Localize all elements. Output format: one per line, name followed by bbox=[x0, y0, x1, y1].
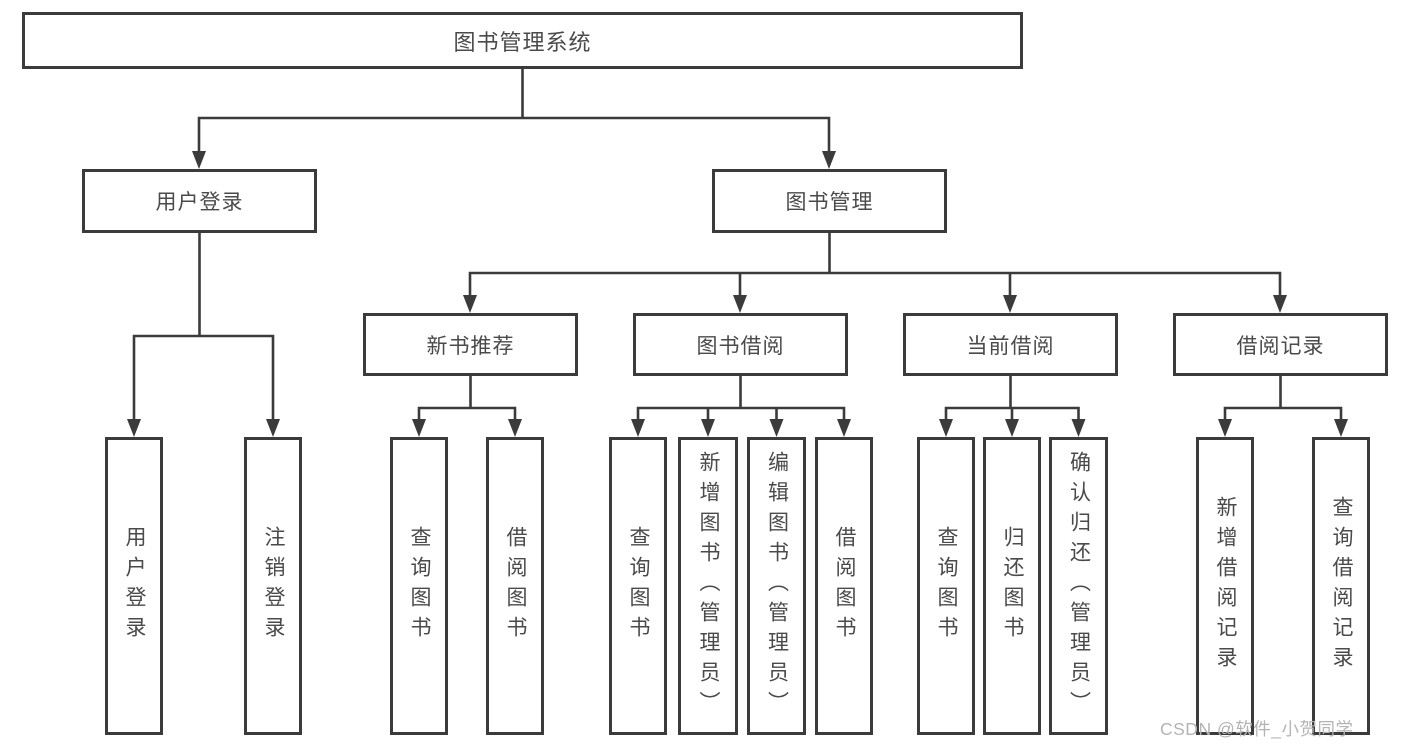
node-label: 图书管理 bbox=[785, 191, 874, 214]
arrow-down-icon bbox=[701, 419, 715, 437]
leaf-borrow-books: 借阅图书 bbox=[486, 437, 544, 735]
leaf-edit-books-admin: 编辑图书（管理员） bbox=[747, 437, 806, 735]
leaf-query-books: 查询图书 bbox=[609, 437, 667, 735]
arrow-down-icon bbox=[822, 151, 836, 169]
arrow-down-icon bbox=[508, 419, 522, 437]
node-label: 注销登录 bbox=[262, 526, 286, 646]
leaf-borrow-books: 借阅图书 bbox=[815, 437, 873, 735]
node-book-borrow: 图书借阅 bbox=[633, 313, 848, 376]
node-label: 归还图书 bbox=[1001, 526, 1025, 646]
arrow-down-icon bbox=[1218, 419, 1232, 437]
node-label: 新增借阅记录 bbox=[1214, 496, 1238, 676]
leaf-logout: 注销登录 bbox=[244, 437, 302, 735]
node-book-management: 图书管理 bbox=[712, 169, 947, 233]
arrow-down-icon bbox=[127, 419, 141, 437]
node-label: 借阅记录 bbox=[1236, 334, 1325, 358]
leaf-query-borrow-record: 查询借阅记录 bbox=[1312, 437, 1370, 735]
node-label: 用户登录 bbox=[123, 526, 147, 646]
node-current-borrow: 当前借阅 bbox=[903, 313, 1118, 376]
arrow-down-icon bbox=[769, 419, 784, 437]
node-label: 查询图书 bbox=[408, 526, 432, 646]
node-label: 图书借阅 bbox=[696, 334, 785, 358]
node-label: 新增图书（管理员） bbox=[697, 451, 721, 721]
leaf-add-borrow-record: 新增借阅记录 bbox=[1196, 437, 1254, 735]
arrow-down-icon bbox=[1005, 419, 1019, 437]
connector-root-to-level2 bbox=[197, 67, 831, 156]
node-label: 查询图书 bbox=[627, 526, 651, 646]
connector-new-book-subtree bbox=[417, 374, 517, 425]
node-label: 借阅图书 bbox=[833, 526, 857, 646]
node-label: 编辑图书（管理员） bbox=[765, 451, 789, 721]
leaf-add-books-admin: 新增图书（管理员） bbox=[678, 437, 738, 735]
arrowheads bbox=[127, 151, 1348, 437]
arrow-down-icon bbox=[1273, 295, 1287, 313]
node-label: 借阅图书 bbox=[504, 526, 528, 646]
connector-user-login-subtree bbox=[132, 231, 275, 424]
leaf-return-books: 归还图书 bbox=[983, 437, 1041, 735]
node-label: 图书管理系统 bbox=[453, 29, 592, 55]
connector-book-mgmt-to-level3 bbox=[468, 231, 1282, 300]
leaf-query-books: 查询图书 bbox=[390, 437, 448, 735]
connector-book-borrow-subtree bbox=[636, 374, 846, 425]
node-label: 新书推荐 bbox=[426, 334, 515, 358]
node-system-root: 图书管理系统 bbox=[22, 12, 1023, 69]
node-label: 查询借阅记录 bbox=[1330, 496, 1354, 676]
arrow-down-icon bbox=[463, 295, 477, 313]
node-label: 确认归还（管理员） bbox=[1067, 451, 1091, 721]
arrow-down-icon bbox=[1071, 419, 1086, 437]
connector-current-borrow-subtree bbox=[944, 374, 1080, 425]
connector-borrow-record-subtree bbox=[1223, 374, 1343, 425]
node-new-book-recommend: 新书推荐 bbox=[363, 313, 578, 376]
arrow-down-icon bbox=[631, 419, 645, 437]
arrow-down-icon bbox=[1334, 419, 1348, 437]
arrow-down-icon bbox=[837, 419, 851, 437]
leaf-user-login: 用户登录 bbox=[105, 437, 163, 735]
arrow-down-icon bbox=[412, 419, 426, 437]
node-label: 当前借阅 bbox=[966, 334, 1055, 358]
node-borrow-record: 借阅记录 bbox=[1173, 313, 1388, 376]
node-user-login: 用户登录 bbox=[82, 169, 317, 233]
leaf-confirm-return-admin: 确认归还（管理员） bbox=[1049, 437, 1108, 735]
arrow-down-icon bbox=[939, 419, 953, 437]
csdn-watermark: CSDN @软件_小贺同学 bbox=[1160, 719, 1354, 739]
arrow-down-icon bbox=[192, 151, 206, 169]
arrow-down-icon bbox=[733, 295, 747, 313]
leaf-query-books: 查询图书 bbox=[917, 437, 975, 735]
node-label: 查询图书 bbox=[935, 526, 959, 646]
node-label: 用户登录 bbox=[155, 191, 244, 214]
arrow-down-icon bbox=[266, 419, 280, 437]
arrow-down-icon bbox=[1003, 295, 1017, 313]
